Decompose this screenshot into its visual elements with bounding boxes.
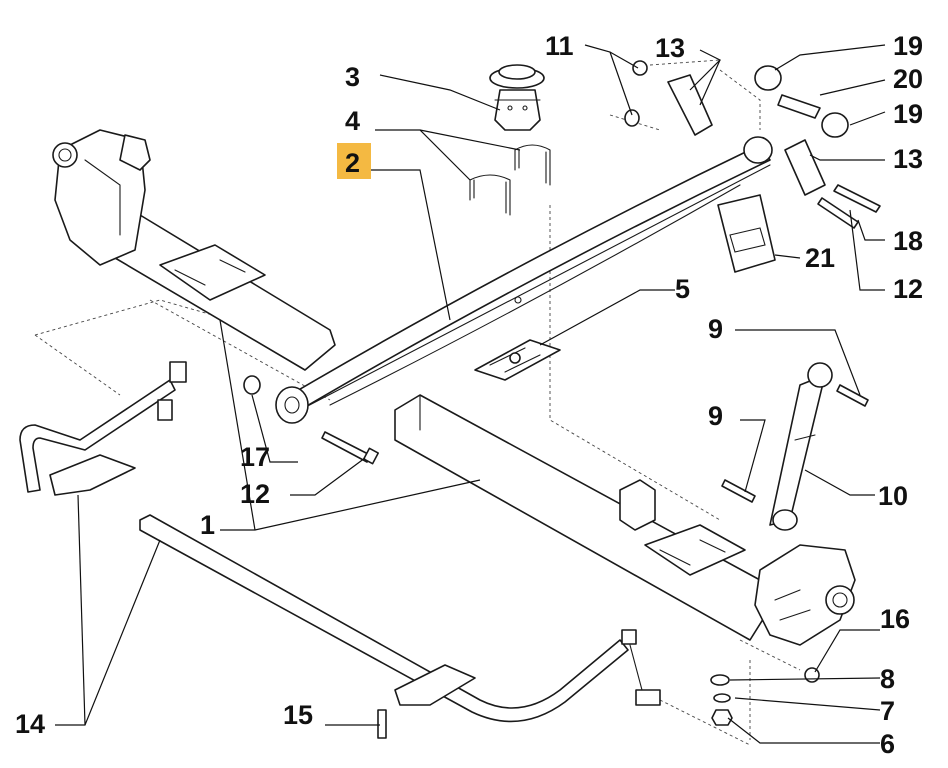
callout-15: 15: [283, 700, 313, 730]
fitting-kit-bag: [717, 194, 776, 273]
callout-labels: 3 4 2 11 13 19 20 19 13 18 21 12 5 9 9 1…: [15, 31, 923, 759]
callout-6: 6: [880, 729, 895, 759]
right-axle-beam: [394, 394, 856, 646]
callout-17: 17: [240, 442, 270, 472]
callout-8: 8: [880, 664, 895, 694]
callout-2-highlight: [337, 143, 371, 179]
callout-13-top: 13: [655, 33, 685, 63]
shackle-bushings: [754, 65, 849, 138]
callout-21: 21: [805, 243, 835, 273]
callout-16: 16: [880, 604, 910, 634]
callout-2: 2: [345, 148, 360, 178]
callout-3: 3: [345, 62, 360, 92]
assembly-guide-lines: [34, 59, 801, 746]
u-bolts: [469, 144, 551, 216]
callout-10: 10: [878, 481, 908, 511]
bump-stop: [489, 64, 545, 131]
shock-absorber: [769, 362, 833, 531]
callout-19-top: 19: [893, 31, 923, 61]
callout-11: 11: [545, 31, 574, 61]
callout-13-right: 13: [893, 144, 923, 174]
leaf-spring: [275, 136, 773, 424]
callout-20: 20: [893, 64, 923, 94]
bolts: [321, 184, 881, 739]
callout-5: 5: [675, 274, 690, 304]
callout-12-right: 12: [893, 274, 923, 304]
shackle-plates: [667, 74, 826, 196]
callout-18: 18: [893, 226, 923, 256]
callout-19-bottom: 19: [893, 99, 923, 129]
callout-12-left: 12: [240, 479, 270, 509]
callout-4: 4: [345, 106, 360, 136]
callout-14: 14: [15, 709, 45, 739]
rear-stabilizer-bar: [19, 361, 187, 496]
leader-lines: [55, 44, 886, 744]
callout-7: 7: [880, 696, 895, 726]
front-stabilizer-bar: [139, 514, 661, 723]
spring-plate: [474, 339, 561, 381]
left-axle-beam: [52, 129, 336, 371]
callout-1: 1: [200, 510, 215, 540]
callout-9-middle: 9: [708, 401, 723, 431]
callout-9-top: 9: [708, 314, 723, 344]
